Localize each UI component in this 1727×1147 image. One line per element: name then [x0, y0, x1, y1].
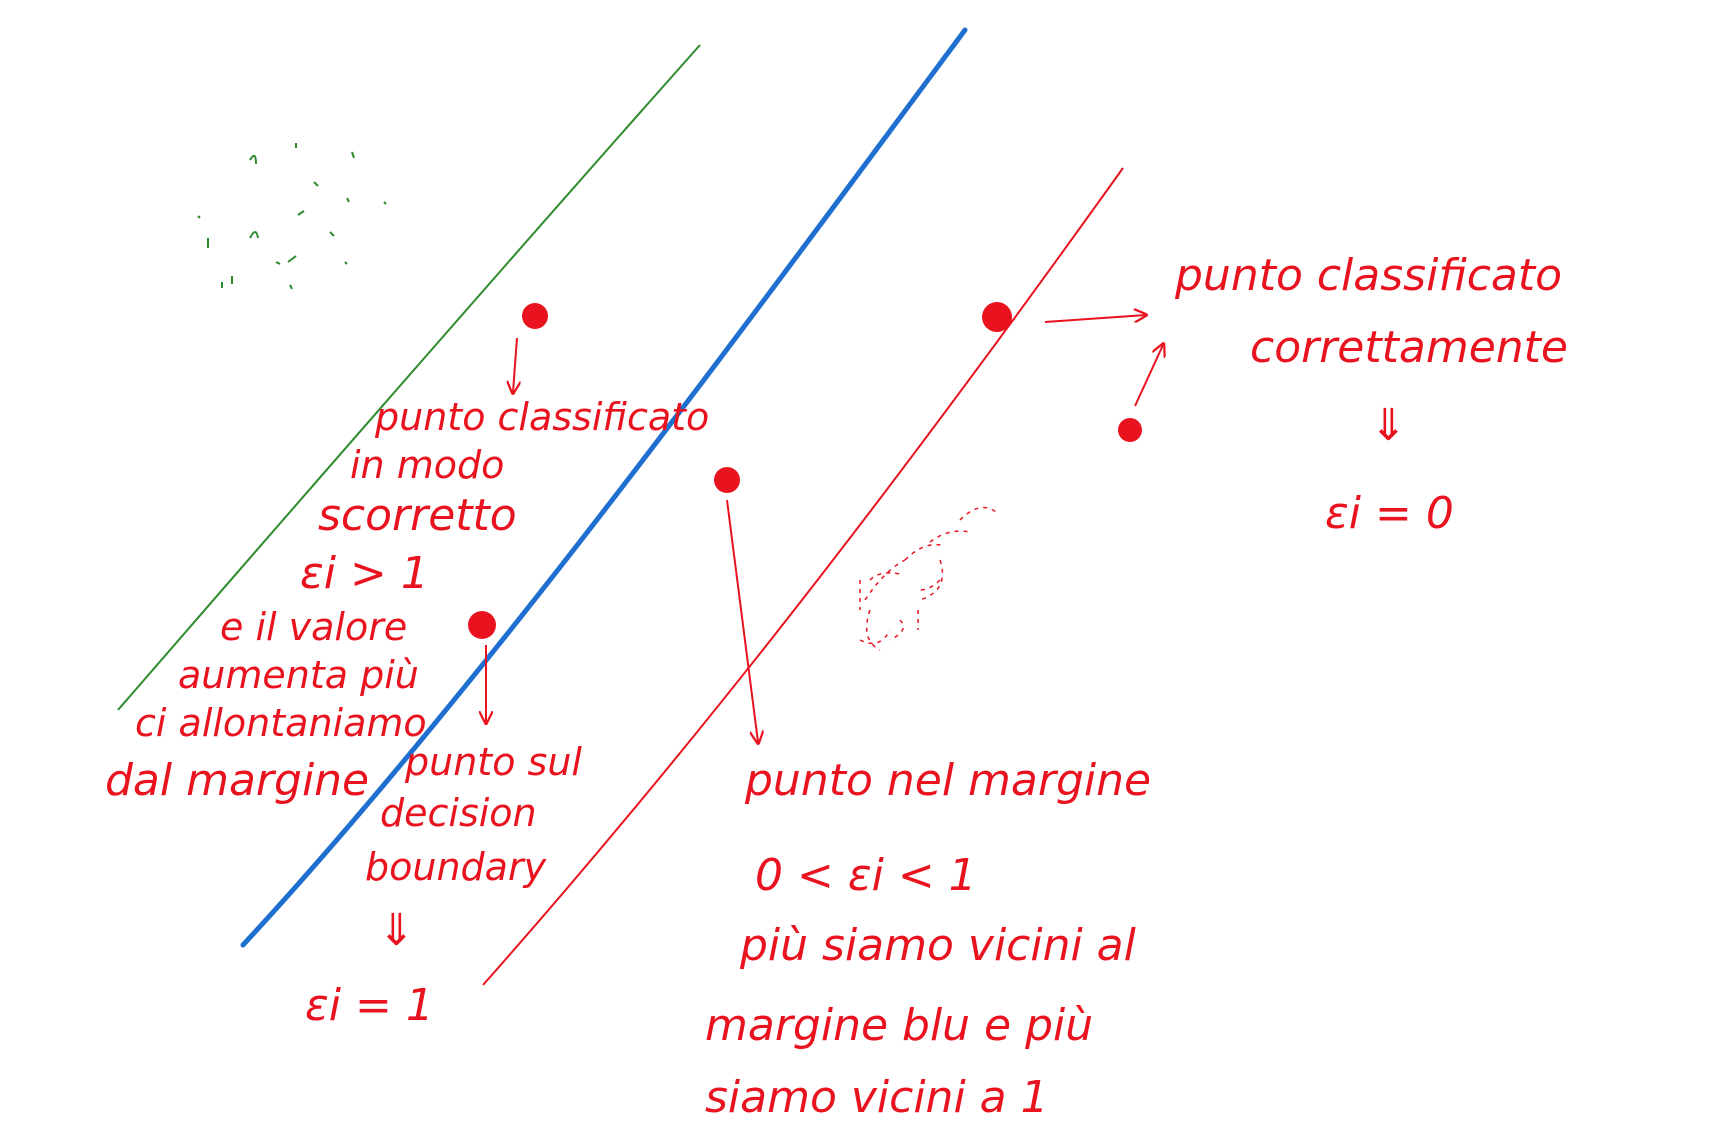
in-margin-annotation: punto nel margine 0 < εi < 1 più siamo v… — [705, 755, 1151, 1123]
red-scribble-marks — [859, 506, 997, 651]
green-margin-line — [117, 44, 701, 711]
misclassified-line-8: dal margine — [105, 755, 369, 806]
arrow-in-margin — [726, 499, 758, 742]
boundary-line-3: boundary — [365, 845, 547, 889]
boundary-line-1: punto sul — [404, 740, 582, 784]
green-scribble-marks — [197, 143, 387, 290]
in-margin-point — [714, 467, 740, 493]
in-margin-line-5: siamo vicini a 1 — [705, 1072, 1049, 1123]
correct-annotation: punto classificato correttamente ⇓ εi = … — [1174, 250, 1568, 539]
arrow-margin-point — [1044, 315, 1145, 323]
misclassified-line-1: punto classificato — [374, 395, 709, 439]
in-margin-line-3: più siamo vicini al — [739, 920, 1137, 971]
correct-down-arrow: ⇓ — [1370, 400, 1407, 451]
misclassified-annotation: punto classificato in modo scorretto εi … — [105, 395, 709, 806]
red-margin-line — [482, 167, 1124, 986]
boundary-annotation: punto sul decision boundary ⇓ εi = 1 — [305, 740, 582, 1031]
arrow-misclassified — [513, 337, 517, 392]
correct-line-1: punto classificato — [1174, 250, 1562, 301]
misclassified-line-2: in modo — [350, 443, 504, 487]
misclassified-line-7: ci allontaniamo — [135, 701, 427, 745]
blue-decision-boundary-line — [240, 27, 968, 948]
correct-point — [1118, 418, 1142, 442]
boundary-line-2: decision — [380, 791, 537, 835]
boundary-epsilon: εi = 1 — [305, 980, 434, 1031]
arrow-correct-point — [1134, 345, 1163, 407]
correct-epsilon: εi = 0 — [1325, 488, 1454, 539]
misclassified-line-5: e il valore — [220, 605, 407, 649]
misclassified-line-3: scorretto — [318, 490, 517, 541]
misclassified-line-6: aumenta più — [178, 653, 419, 697]
misclassified-epsilon: εi > 1 — [300, 548, 429, 599]
correct-line-2: correttamente — [1250, 322, 1568, 373]
margin-point — [982, 302, 1012, 332]
in-margin-line-4: margine blu e più — [705, 1000, 1093, 1051]
misclassified-point — [522, 303, 548, 329]
boundary-down-arrow: ⇓ — [378, 905, 415, 956]
in-margin-line-1: punto nel margine — [744, 755, 1151, 806]
boundary-point — [468, 611, 496, 639]
in-margin-epsilon: 0 < εi < 1 — [755, 850, 977, 901]
